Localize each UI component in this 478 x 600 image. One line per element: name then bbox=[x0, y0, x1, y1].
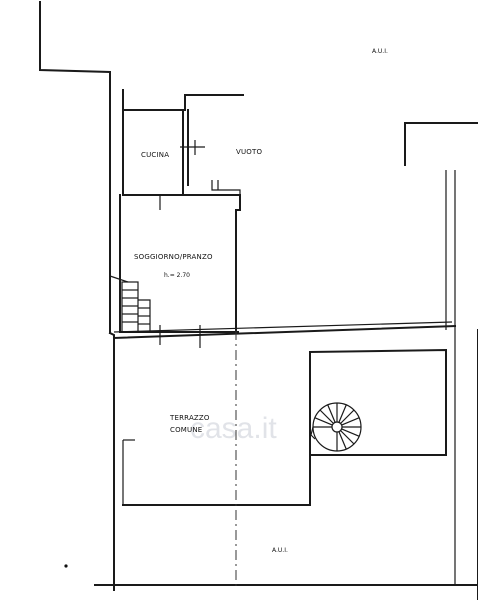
outer-boundary bbox=[39, 1, 478, 600]
label-comune: COMUNE bbox=[170, 426, 202, 434]
label-height: h.= 2.70 bbox=[164, 272, 190, 279]
interior-stair bbox=[109, 275, 161, 345]
spiral-stair bbox=[310, 402, 362, 452]
label-aui-bottom: A.U.I. bbox=[272, 547, 288, 554]
label-aui-top: A.U.I. bbox=[372, 48, 388, 55]
dot-mark bbox=[64, 564, 68, 568]
label-cucina: CUCINA bbox=[141, 151, 169, 159]
label-soggiorno: SOGGIORNO/PRANZO bbox=[134, 253, 213, 261]
watermark: casa.it bbox=[190, 412, 277, 445]
label-terrazzo: TERRAZZO bbox=[169, 414, 210, 422]
terrace bbox=[112, 321, 457, 506]
label-vuoto: VUOTO bbox=[236, 148, 262, 156]
